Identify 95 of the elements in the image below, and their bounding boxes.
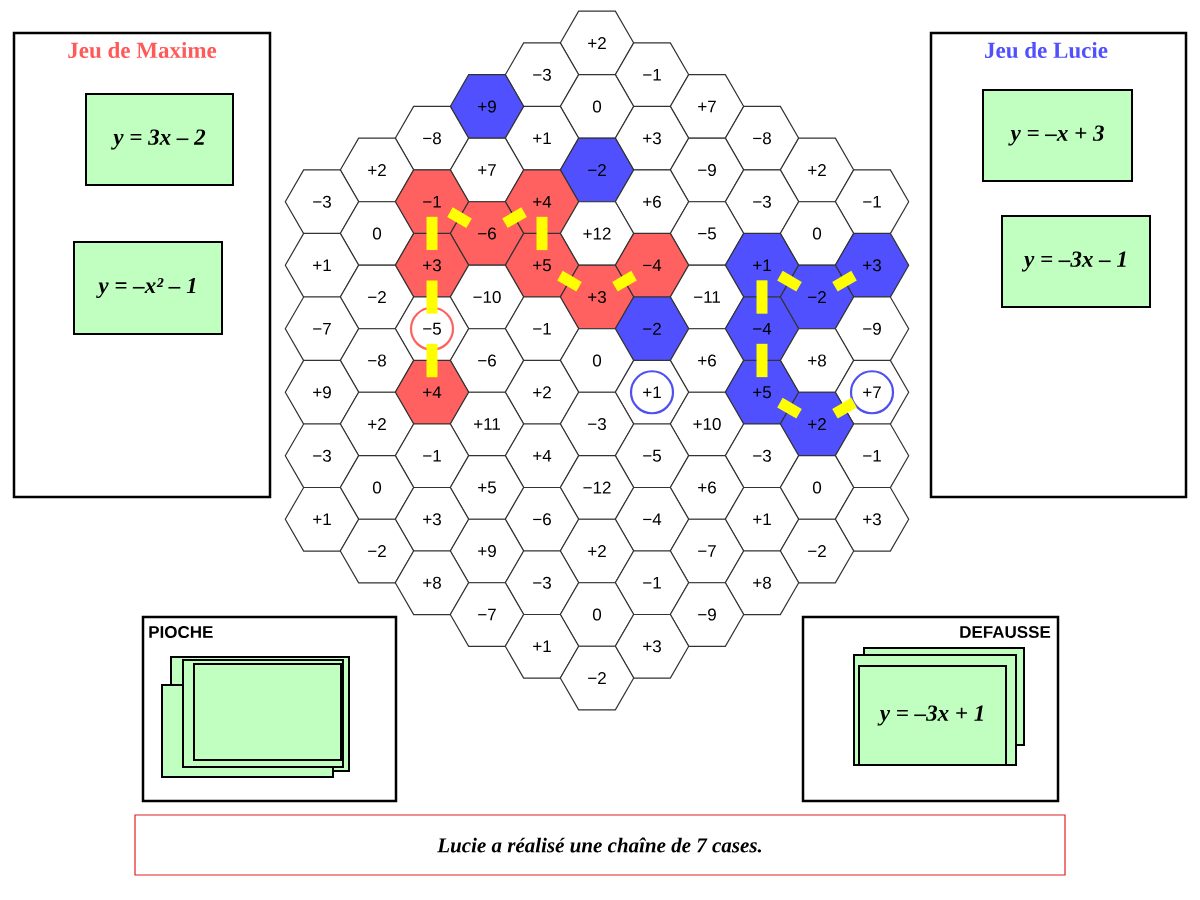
hex-cell: 0 bbox=[559, 582, 635, 647]
hex-cell: −4 bbox=[614, 486, 690, 552]
hex-cell: −1 bbox=[614, 42, 690, 108]
hex-cell: +11 bbox=[449, 391, 525, 457]
hex-cell: +6 bbox=[614, 169, 690, 235]
hex-cell: +9 bbox=[449, 74, 525, 139]
hex-cell: −3 bbox=[724, 423, 800, 489]
hex-cell: −1 bbox=[834, 423, 910, 489]
hex-cell: −8 bbox=[724, 105, 800, 171]
hex-cell: +8 bbox=[779, 328, 855, 393]
hex-cell: +9 bbox=[449, 518, 525, 584]
path-line bbox=[777, 397, 802, 419]
hex-cell: −1 bbox=[614, 550, 690, 616]
hex-cell: −5 bbox=[614, 423, 690, 489]
hex-cell: 0 bbox=[339, 455, 415, 520]
hex-cell: +3 bbox=[394, 486, 470, 552]
hex-cell: +3 bbox=[614, 105, 690, 171]
hex-cell: +1 bbox=[284, 486, 360, 552]
hex-cell: +1 bbox=[504, 613, 580, 679]
hex-cell: −12 bbox=[559, 455, 635, 520]
hex-cell: −7 bbox=[669, 518, 745, 584]
path-line bbox=[447, 207, 472, 228]
hex-cell: −2 bbox=[559, 645, 635, 711]
hex-cell: +10 bbox=[669, 391, 745, 457]
hex-cell: 0 bbox=[779, 455, 855, 520]
path-line bbox=[557, 270, 582, 292]
hex-cell: +1 bbox=[724, 486, 800, 552]
equation-card: y = –x² – 1 bbox=[73, 241, 223, 335]
hex-cell: 0 bbox=[779, 201, 855, 266]
hex-cell: −3 bbox=[284, 423, 360, 489]
hex-cell: −8 bbox=[394, 105, 470, 171]
hex-cell: +2 bbox=[559, 518, 635, 584]
hex-cell: −9 bbox=[669, 137, 745, 203]
path-line bbox=[536, 216, 548, 251]
hex-cell: −2 bbox=[779, 518, 855, 584]
hex-cell: +1 bbox=[504, 105, 580, 171]
hex-cell: +4 bbox=[504, 423, 580, 489]
hex-cell: +7 bbox=[449, 137, 525, 203]
path-line bbox=[612, 270, 637, 292]
hex-cell: +3 bbox=[614, 613, 690, 679]
path-line bbox=[832, 397, 857, 419]
hex-cell: +12 bbox=[559, 201, 635, 266]
hex-cell: +3 bbox=[834, 486, 910, 552]
hex-cell: +5 bbox=[449, 455, 525, 520]
hex-cell: −2 bbox=[614, 296, 690, 362]
hex-cell: −3 bbox=[724, 169, 800, 235]
path-line bbox=[777, 270, 802, 292]
hex-cell: −7 bbox=[284, 296, 360, 362]
hex-cell: +9 bbox=[284, 359, 360, 425]
hex-cell: +2 bbox=[559, 10, 635, 76]
hex-cell: 0 bbox=[339, 201, 415, 266]
hex-cell: +2 bbox=[504, 359, 580, 425]
path-line bbox=[756, 280, 768, 314]
equation-card: y = –3x + 1 bbox=[858, 665, 1007, 766]
path-line bbox=[756, 343, 768, 378]
hex-cell: +2 bbox=[779, 137, 855, 203]
hex-cell: −9 bbox=[669, 582, 745, 647]
hex-cell: −4 bbox=[614, 232, 690, 298]
hex-cell: −1 bbox=[504, 296, 580, 362]
hex-cell: −3 bbox=[284, 169, 360, 235]
path-line bbox=[832, 270, 857, 292]
hex-cell: −10 bbox=[449, 264, 525, 330]
equation-card: y = –x + 3 bbox=[982, 89, 1133, 182]
hex-cell: +7 bbox=[669, 74, 745, 139]
hex-cell: −6 bbox=[504, 486, 580, 552]
hex-cell: −7 bbox=[449, 582, 525, 647]
player-panel: PIOCHE bbox=[141, 615, 398, 803]
hex-cell: −5 bbox=[669, 201, 745, 266]
hex-cell: +2 bbox=[339, 137, 415, 203]
hex-cell: +8 bbox=[394, 550, 470, 616]
hex-cell: −3 bbox=[559, 391, 635, 457]
hex-cell: +2 bbox=[339, 391, 415, 457]
path-line bbox=[502, 207, 527, 228]
hex-cell: +8 bbox=[724, 550, 800, 616]
message-box: Lucie a réalisé une chaîne de 7 cases. bbox=[134, 814, 1066, 876]
hex-cell: +7 bbox=[834, 359, 910, 425]
hex-cell: +6 bbox=[669, 455, 745, 520]
hex-cell: −6 bbox=[449, 328, 525, 393]
hex-cell: +3 bbox=[834, 232, 910, 298]
hex-cell: −11 bbox=[669, 264, 745, 330]
hex-cell: −1 bbox=[394, 423, 470, 489]
hex-cell: 0 bbox=[559, 328, 635, 393]
hex-cell: 0 bbox=[559, 74, 635, 139]
hex-cell: −3 bbox=[504, 550, 580, 616]
equation-card: y = –3x – 1 bbox=[1001, 215, 1151, 308]
hex-cell: −2 bbox=[559, 137, 635, 203]
hex-cell: −3 bbox=[504, 42, 580, 108]
hex-cell: −9 bbox=[834, 296, 910, 362]
hex-cell: −1 bbox=[834, 169, 910, 235]
hex-cell: +1 bbox=[284, 232, 360, 298]
hex-cell: −2 bbox=[339, 518, 415, 584]
equation-card: y = 3x – 2 bbox=[85, 93, 234, 186]
hex-cell: +6 bbox=[669, 328, 745, 393]
hex-cell: −2 bbox=[339, 264, 415, 330]
hex-cell: −8 bbox=[339, 328, 415, 393]
